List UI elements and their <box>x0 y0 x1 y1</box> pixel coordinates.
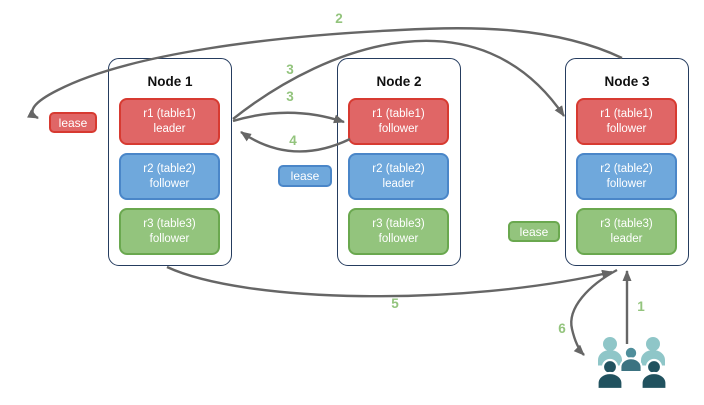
arrow-step-5-node1-to-gateway <box>166 265 613 298</box>
replica-name: r3 (table3) <box>600 217 653 230</box>
node1-replica-r3: r3 (table3) follower <box>119 208 220 255</box>
arrow-step-6-gateway-to-users <box>570 268 618 356</box>
replica-role: leader <box>382 177 415 190</box>
step-label-3-long: 3 <box>286 62 294 77</box>
replica-name: r2 (table2) <box>600 162 653 175</box>
node2-replica-r2: r2 (table2) leader <box>348 153 449 200</box>
replica-role: leader <box>153 122 186 135</box>
node2-replica-r1: r1 (table1) follower <box>348 98 449 145</box>
step-label-6: 6 <box>558 321 566 336</box>
lease-badge-r2: lease <box>278 165 332 187</box>
node-3: Node 3 r1 (table1) follower r2 (table2) … <box>565 58 689 266</box>
node-2: Node 2 r1 (table1) follower r2 (table2) … <box>337 58 461 266</box>
node1-replica-r2: r2 (table2) follower <box>119 153 220 200</box>
node3-replica-r2: r2 (table2) follower <box>576 153 677 200</box>
replica-role: follower <box>606 177 647 190</box>
lease-badge-r3: lease <box>508 221 560 242</box>
step-label-2: 2 <box>335 11 343 26</box>
replica-role: follower <box>606 122 647 135</box>
replica-role: leader <box>610 232 643 245</box>
replica-name: r1 (table1) <box>600 107 653 120</box>
node-1: Node 1 r1 (table1) leader r2 (table2) fo… <box>108 58 232 266</box>
node1-replica-r1: r1 (table1) leader <box>119 98 220 145</box>
step-label-4: 4 <box>289 133 297 148</box>
node-3-title: Node 3 <box>604 74 650 89</box>
replica-name: r1 (table1) <box>143 107 196 120</box>
step-label-3-short: 3 <box>286 89 294 104</box>
step-label-1: 1 <box>637 299 645 314</box>
replica-role: follower <box>378 122 419 135</box>
node-2-title: Node 2 <box>376 74 422 89</box>
step-label-5: 5 <box>391 296 399 311</box>
replica-role: follower <box>149 232 190 245</box>
replica-role: follower <box>378 232 419 245</box>
replica-name: r1 (table1) <box>372 107 425 120</box>
replica-role: follower <box>149 177 190 190</box>
replica-name: r2 (table2) <box>143 162 196 175</box>
replica-name: r3 (table3) <box>372 217 425 230</box>
replica-name: r3 (table3) <box>143 217 196 230</box>
node-1-title: Node 1 <box>147 74 193 89</box>
replica-name: r2 (table2) <box>372 162 425 175</box>
node2-replica-r3: r3 (table3) follower <box>348 208 449 255</box>
arrow-step-3-leader-to-node2-follower <box>232 111 345 124</box>
lease-badge-r1: lease <box>49 112 97 133</box>
users-group-icon <box>596 337 668 391</box>
node3-replica-r3: r3 (table3) leader <box>576 208 677 255</box>
node3-replica-r1: r1 (table1) follower <box>576 98 677 145</box>
